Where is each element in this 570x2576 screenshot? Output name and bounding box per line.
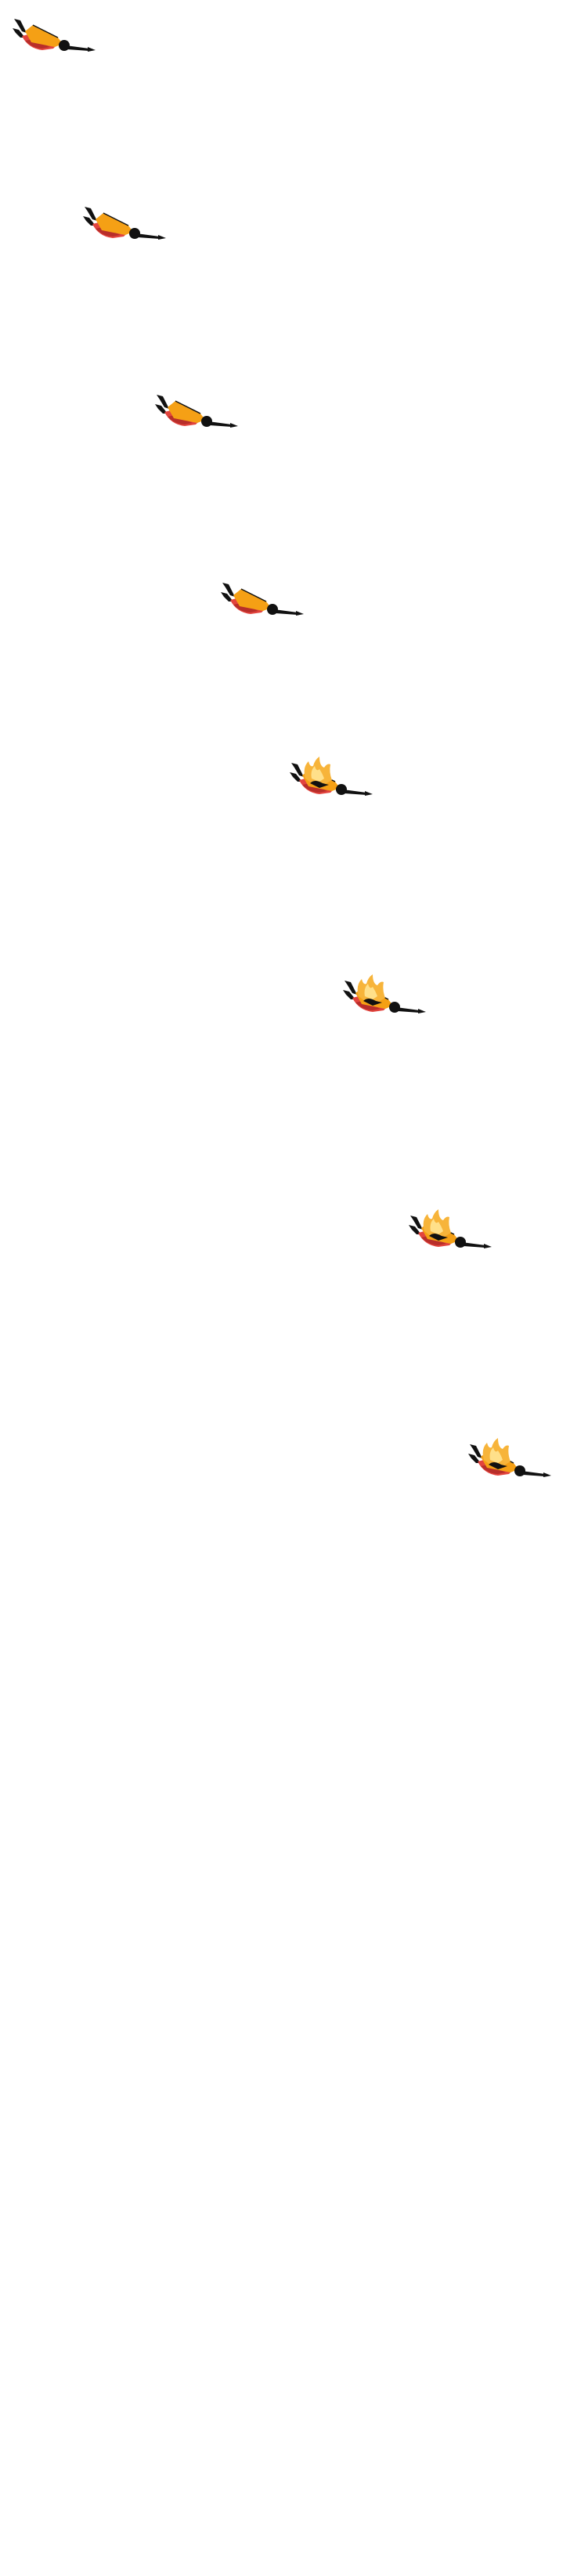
hero-arm xyxy=(66,45,89,51)
flying-hero-sprite xyxy=(13,19,96,52)
sprite-frame-8 xyxy=(467,1438,553,1493)
hero-body xyxy=(25,25,63,47)
hero-legs xyxy=(222,583,235,597)
hero-body xyxy=(168,401,205,423)
flying-hero-sprite xyxy=(155,395,238,428)
flying-hero-sprite xyxy=(290,757,373,796)
flying-hero-sprite xyxy=(221,583,304,616)
hero-arm xyxy=(521,1471,545,1476)
sprite-frame-1 xyxy=(11,17,97,67)
flame-icon xyxy=(357,974,385,1006)
sprite-frame-4 xyxy=(219,581,305,631)
flying-hero-sprite xyxy=(83,207,166,240)
hero-legs xyxy=(85,207,97,221)
flame-icon xyxy=(423,1209,451,1241)
hero-arm xyxy=(396,1007,420,1013)
sprite-frame-5 xyxy=(288,757,374,811)
hero-arm xyxy=(274,609,298,615)
flame-icon xyxy=(304,757,332,788)
hero-legs xyxy=(291,763,304,777)
hero-arm xyxy=(462,1242,485,1248)
sprite-frame-7 xyxy=(407,1209,493,1264)
hero-legs xyxy=(470,1444,482,1458)
hero-arm xyxy=(136,233,160,239)
hero-arm xyxy=(343,789,366,795)
flying-hero-sprite xyxy=(343,974,426,1013)
flying-hero-sprite xyxy=(468,1438,551,1477)
sprite-frame-3 xyxy=(153,393,240,443)
hero-legs xyxy=(345,981,357,995)
hero-body xyxy=(96,213,133,235)
sprite-frame-2 xyxy=(81,205,168,255)
hero-legs xyxy=(157,395,169,409)
hero-arm xyxy=(208,421,232,427)
sprite-frame-6 xyxy=(341,974,428,1029)
flying-hero-sprite xyxy=(409,1209,492,1248)
hero-legs xyxy=(410,1216,423,1230)
hero-body xyxy=(233,589,271,611)
flame-icon xyxy=(482,1438,510,1469)
hero-legs xyxy=(14,19,27,33)
